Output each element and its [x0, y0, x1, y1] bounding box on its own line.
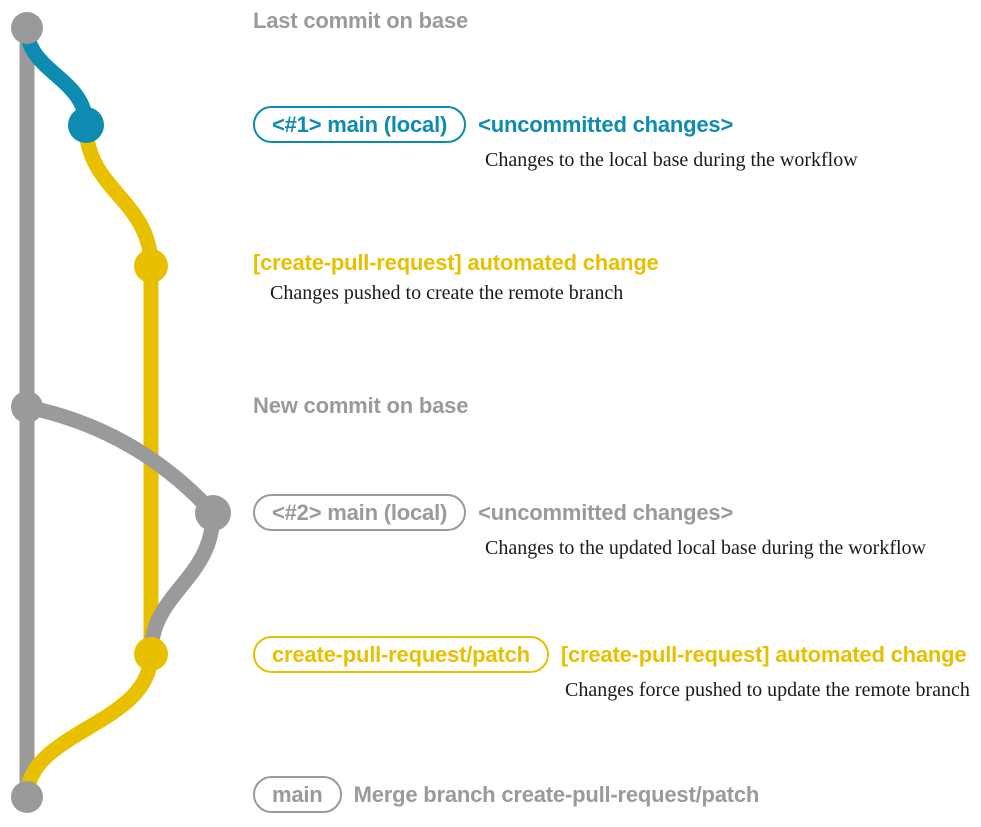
base-new-node[interactable] — [11, 391, 43, 423]
row-head: main Merge branch create-pull-request/pa… — [253, 776, 759, 813]
local-2-node[interactable] — [195, 495, 231, 531]
row-head: [create-pull-request] automated change — [253, 250, 659, 276]
row-head: <#2> main (local) <uncommitted changes> — [253, 494, 926, 531]
base-last-node[interactable] — [11, 12, 43, 44]
commit-row-local-2: <#2> main (local) <uncommitted changes> … — [253, 494, 926, 560]
auto-2-node[interactable] — [134, 637, 168, 671]
commit-description: Changes pushed to create the remote bran… — [270, 282, 624, 304]
commit-description: Changes to the local base during the wor… — [485, 149, 858, 171]
row-head: New commit on base — [253, 393, 468, 419]
row-head: <#1> main (local) <uncommitted changes> — [253, 106, 858, 143]
commit-subject: <uncommitted changes> — [478, 499, 734, 525]
merge-node[interactable] — [11, 781, 43, 813]
commit-row-base-last: Last commit on base — [253, 8, 468, 34]
ref-badge-main-local-1[interactable]: <#1> main (local) — [253, 106, 467, 143]
commit-row-auto-1: [create-pull-request] automated change C… — [253, 250, 659, 305]
commit-description: Changes to the updated local base during… — [485, 537, 926, 559]
commit-row-local-1: <#1> main (local) <uncommitted changes> … — [253, 106, 858, 172]
commit-subject: Merge branch create-pull-request/patch — [353, 781, 760, 807]
commit-description: Changes force pushed to update the remot… — [565, 679, 970, 701]
row-head: create-pull-request/patch [create-pull-r… — [253, 636, 970, 673]
edge-basenew-to-local2 — [19, 399, 221, 521]
commit-subject: [create-pull-request] automated change — [560, 641, 967, 667]
commit-row-auto-2: create-pull-request/patch [create-pull-r… — [253, 636, 970, 702]
ref-badge-main[interactable]: main — [253, 776, 342, 813]
ref-badge-create-pull-request-patch[interactable]: create-pull-request/patch — [253, 636, 549, 673]
commit-subject: New commit on base — [253, 393, 469, 418]
auto-1-node[interactable] — [134, 249, 168, 283]
commit-subject: [create-pull-request] automated change — [253, 250, 659, 275]
edge-base-to-local1 — [19, 20, 94, 133]
edge-local2-to-auto2 — [143, 505, 221, 662]
commit-row-base-new: New commit on base — [253, 393, 468, 419]
edge-local1-to-auto1 — [78, 117, 159, 274]
edge-auto2-to-merge — [19, 646, 159, 805]
commit-subject: <uncommitted changes> — [478, 111, 734, 137]
commit-subject: Last commit on base — [253, 8, 469, 33]
commit-row-merge: main Merge branch create-pull-request/pa… — [253, 776, 759, 813]
row-head: Last commit on base — [253, 8, 468, 34]
local-1-node[interactable] — [68, 107, 104, 143]
ref-badge-main-local-2[interactable]: <#2> main (local) — [253, 494, 467, 531]
